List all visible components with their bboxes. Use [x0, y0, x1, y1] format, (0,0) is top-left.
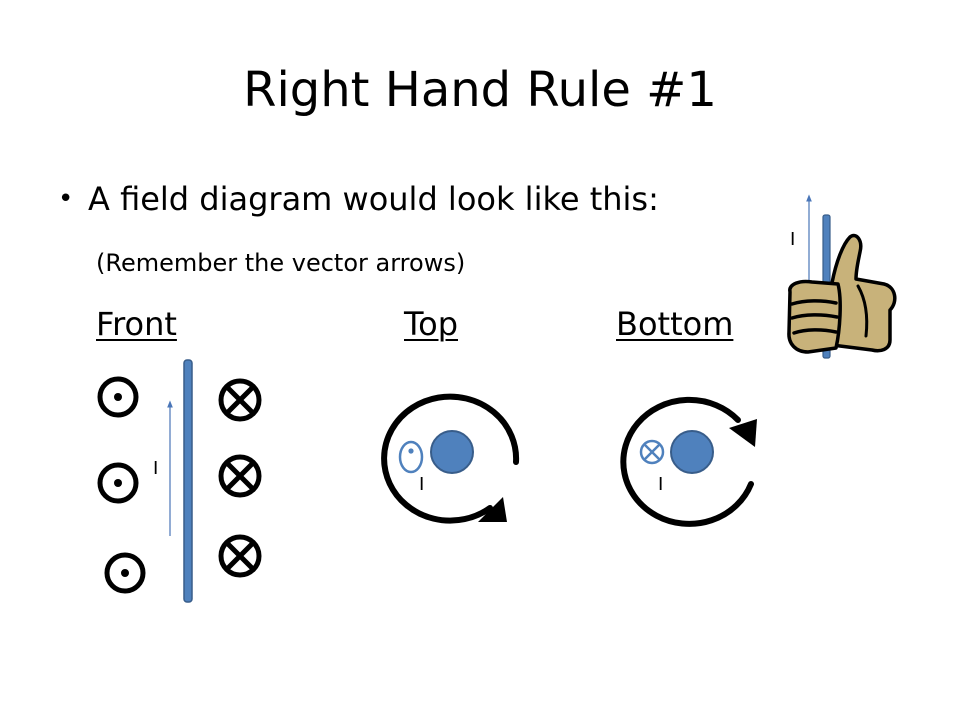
into-page-icon	[218, 378, 262, 422]
front-current-label: I	[153, 458, 158, 479]
hand-current-label: I	[790, 229, 795, 250]
bottom-field-loop	[620, 396, 754, 527]
bottom-field-arrowhead	[729, 419, 757, 447]
into-page-icon	[218, 454, 262, 498]
top-field-arrowhead	[478, 497, 507, 522]
slide-title: Right Hand Rule #1	[243, 62, 717, 118]
top-current-label: I	[419, 474, 424, 495]
bottom-wire-section	[670, 430, 714, 474]
into-page-icon	[218, 534, 262, 578]
thumbs-up-hand-icon: I	[787, 194, 897, 359]
bottom-view: I	[620, 396, 757, 527]
bottom-current-in-icon	[639, 439, 665, 465]
out-of-page-icon	[97, 462, 139, 504]
front-view-label: Front	[96, 305, 177, 343]
top-field-loop	[381, 393, 520, 524]
reminder-note: (Remember the vector arrows)	[96, 249, 466, 277]
out-of-page-icon	[104, 552, 146, 594]
top-current-out-icon	[398, 440, 424, 474]
bullet-icon: •	[58, 184, 74, 214]
bottom-current-label: I	[658, 474, 663, 495]
top-wire-section	[430, 430, 474, 474]
bullet-item: • A field diagram would look like this:	[58, 176, 659, 222]
bottom-view-label: Bottom	[616, 305, 734, 343]
bullet-text: A field diagram would look like this:	[88, 180, 659, 218]
front-view: I	[97, 359, 262, 603]
top-view-label: Top	[404, 305, 458, 343]
top-view: I	[381, 393, 520, 524]
out-of-page-icon	[97, 376, 139, 418]
front-wire	[183, 359, 193, 603]
